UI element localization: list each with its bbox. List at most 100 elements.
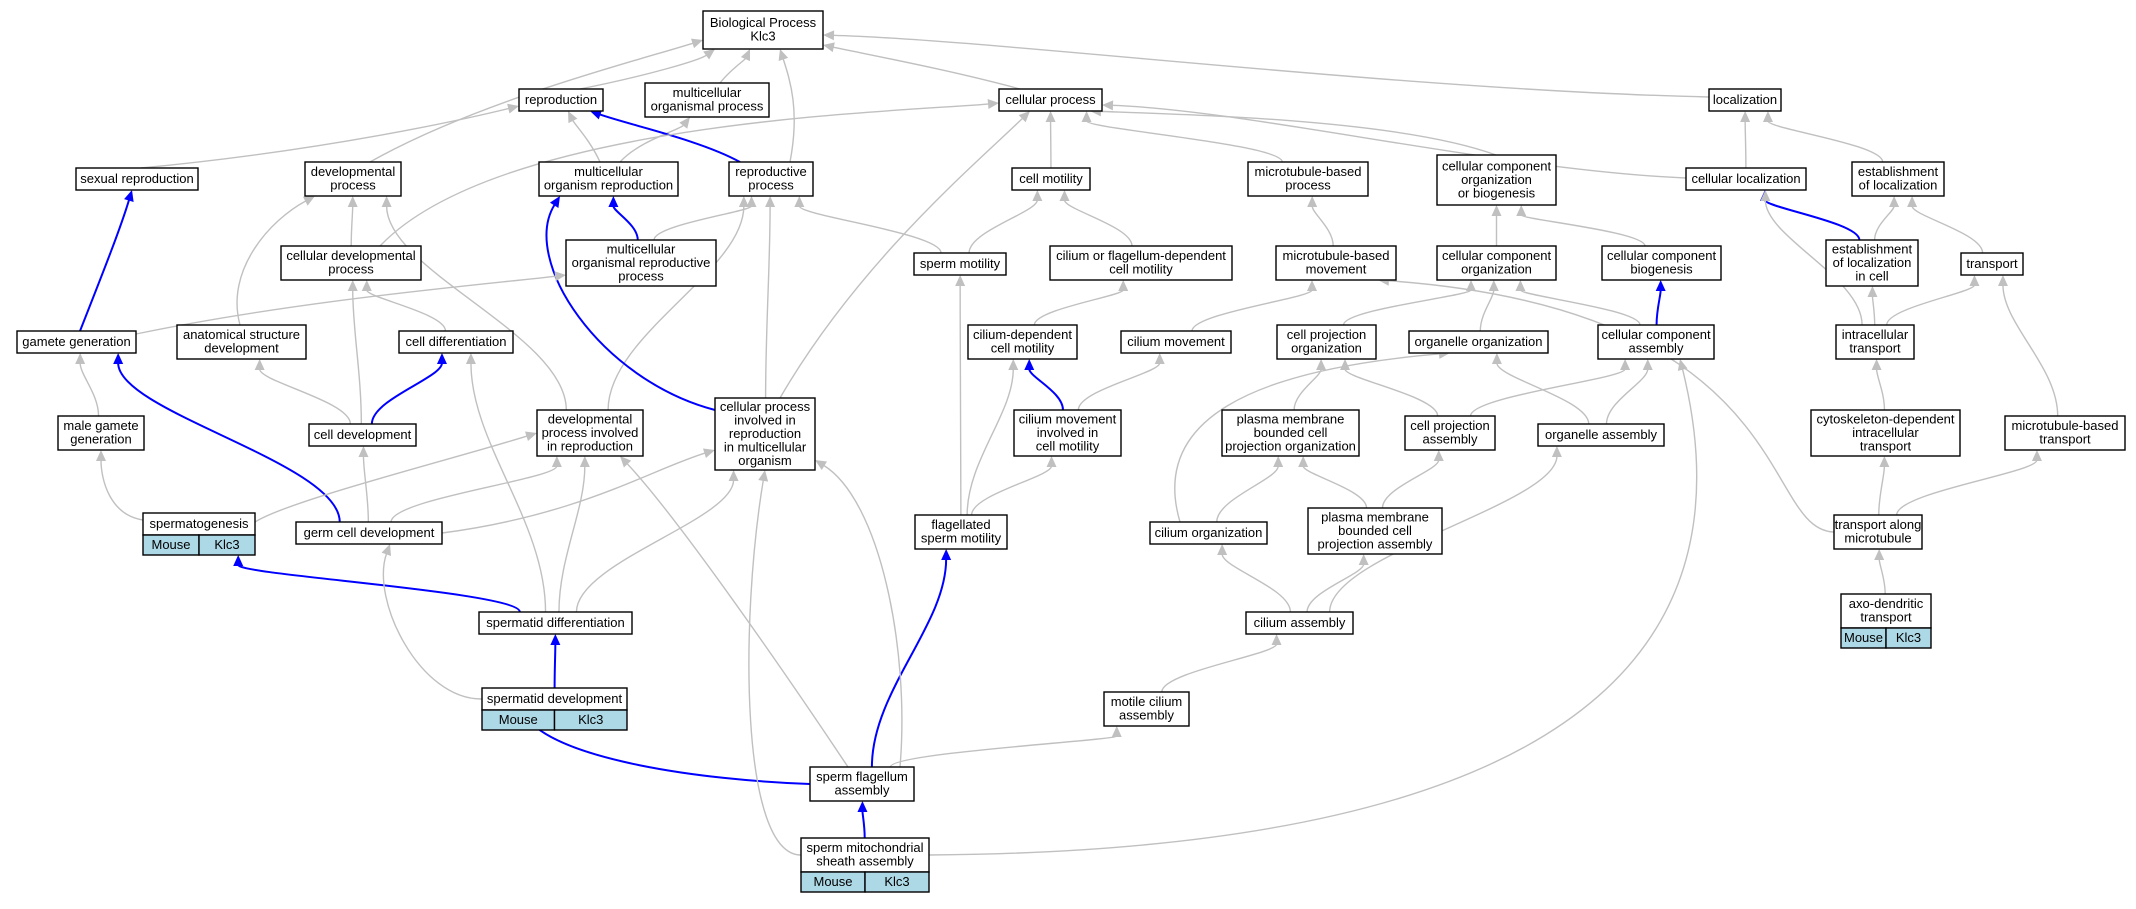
term-label: transport <box>1860 610 1912 625</box>
is-a-edge <box>1907 196 1984 254</box>
term-label: in cell <box>1855 268 1888 283</box>
go-term-sexual-repro[interactable]: sexual reproduction <box>75 167 199 191</box>
go-term-cell-localization[interactable]: cellular localization <box>1685 167 1807 191</box>
term-box <box>1247 161 1369 197</box>
go-term-cell-dev[interactable]: cell development <box>308 423 417 447</box>
edge-arrowhead <box>746 196 757 207</box>
edge-line <box>1342 289 1472 326</box>
edge-arrowhead <box>703 448 715 459</box>
go-term-cilium-movement[interactable]: cilium movement <box>1120 330 1232 354</box>
term-label: plasma membrane <box>1237 411 1345 426</box>
edge-line <box>1767 120 1884 163</box>
term-box <box>714 397 816 471</box>
edge-line <box>1344 368 1439 417</box>
term-box <box>1276 324 1377 360</box>
go-term-germ-cell-dev[interactable]: germ cell development <box>295 521 443 545</box>
edge-line <box>470 362 547 613</box>
term-label: bounded cell <box>1338 523 1412 538</box>
organism-label: Mouse <box>1844 630 1883 645</box>
edge-arrowhead <box>728 470 739 481</box>
is-a-edge <box>1033 280 1129 326</box>
go-term-reproduction[interactable]: reproduction <box>518 88 604 112</box>
is-a-edge <box>889 726 1122 768</box>
go-term-cell-motility[interactable]: cell motility <box>1011 167 1091 191</box>
go-term-cellular-process[interactable]: cellular process <box>998 88 1103 112</box>
part-of-edge <box>79 190 134 332</box>
go-term-cilium-assembly[interactable]: cilium assembly <box>1245 611 1354 635</box>
go-term-spermatid-diff[interactable]: spermatid differentiation <box>478 611 633 635</box>
term-box <box>809 766 915 802</box>
go-term-cell-diff[interactable]: cell differentiation <box>398 330 514 354</box>
is-a-edge <box>558 456 590 613</box>
go-term-sperm-motility[interactable]: sperm motility <box>913 252 1007 276</box>
edge-line <box>779 117 1024 399</box>
term-label: intracellular <box>1852 425 1919 440</box>
term-label: sperm flagellum <box>816 769 908 784</box>
term-label: transport <box>1966 256 2018 271</box>
term-label: sperm mitochondrial <box>806 840 923 855</box>
go-term-gamete-gen[interactable]: gamete generation <box>16 330 137 354</box>
term-box <box>1537 423 1665 447</box>
term-box <box>1833 514 1923 550</box>
is-a-edge <box>568 111 601 163</box>
go-term-cyto-transport[interactable]: cytoskeleton-dependentintracellulartrans… <box>1810 409 1961 457</box>
edge-line <box>798 205 942 254</box>
is-a-edge <box>1340 359 1439 417</box>
go-term-transport[interactable]: transport <box>1960 252 2024 276</box>
go-term-organelle-assembly[interactable]: organelle assembly <box>1537 423 1665 447</box>
edge-arrowhead <box>823 42 835 53</box>
term-label: cilium assembly <box>1254 615 1346 630</box>
edge-arrowhead <box>1118 280 1129 291</box>
is-a-edge <box>1515 280 1641 326</box>
term-label: multicellular <box>607 241 676 256</box>
go-term-cilium-org[interactable]: cilium organization <box>1149 521 1268 545</box>
edge-line <box>366 289 447 332</box>
edge-arrowhead <box>347 196 358 207</box>
go-term-organelle-org[interactable]: organelle organization <box>1408 330 1549 354</box>
edge-line <box>1878 465 1886 516</box>
term-box <box>1601 245 1722 281</box>
is-a-edge <box>1896 450 2042 516</box>
edge-line <box>1873 205 1895 241</box>
go-term-localization[interactable]: localization <box>1708 88 1782 112</box>
is-a-edge <box>1491 205 1502 247</box>
term-label: cilium organization <box>1155 525 1263 540</box>
edge-arrowhead <box>1760 190 1771 201</box>
